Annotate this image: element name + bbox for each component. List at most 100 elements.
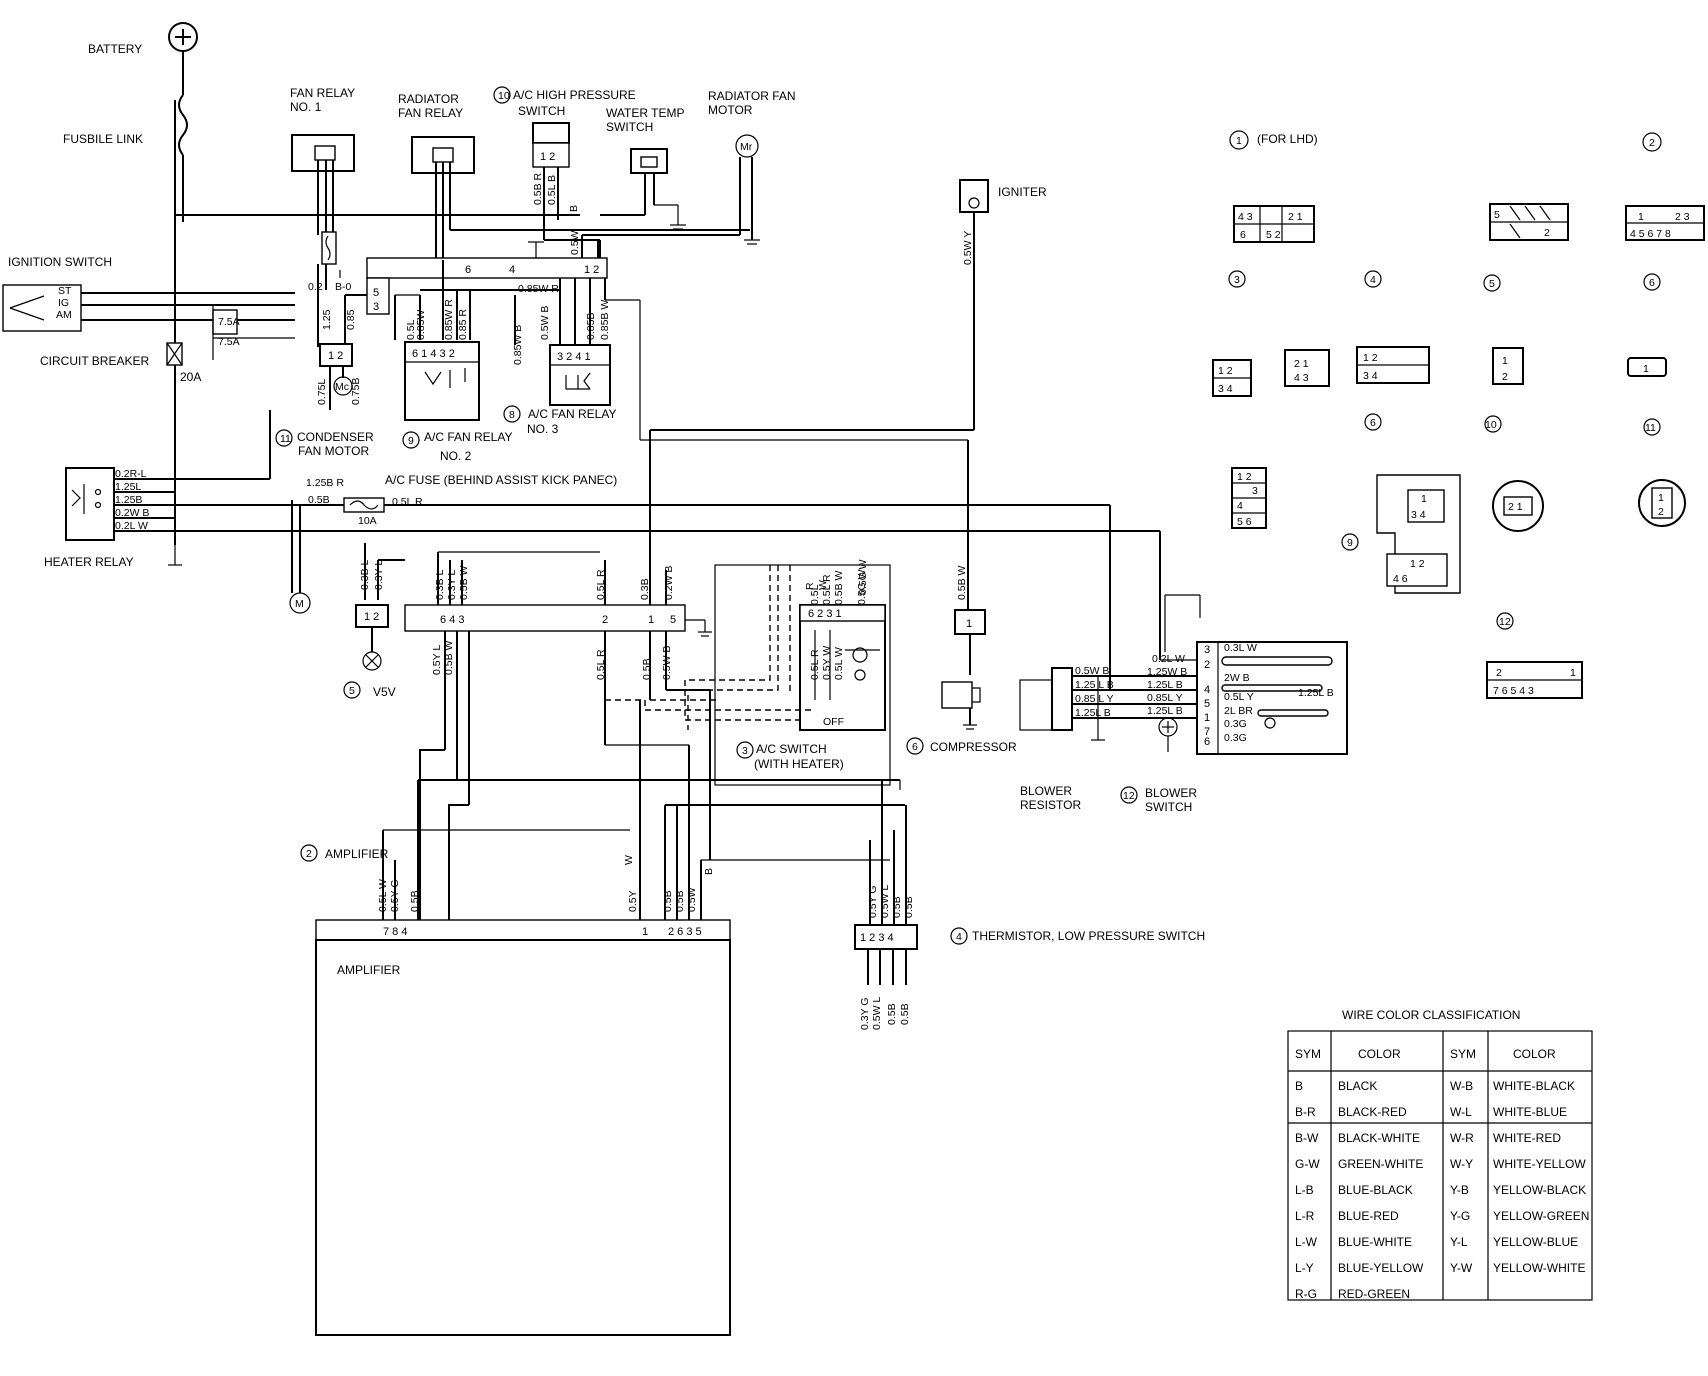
color-table-cell: B-R: [1295, 1105, 1316, 1119]
color-table-cell: YELLOW-GREEN: [1493, 1209, 1589, 1223]
svg-text:7.5A: 7.5A: [218, 336, 240, 348]
svg-text:IGNITER: IGNITER: [998, 185, 1047, 199]
svg-text:0.5L R: 0.5L R: [595, 649, 607, 680]
color-table-cell: W-B: [1450, 1079, 1473, 1093]
svg-text:3 4: 3 4: [1363, 370, 1378, 382]
svg-text:1: 1: [1570, 667, 1576, 679]
svg-text:0.85B: 0.85B: [585, 313, 597, 340]
svg-text:AMPLIFIER: AMPLIFIER: [337, 963, 401, 977]
svg-text:0.5L R: 0.5L R: [595, 569, 607, 600]
ac-fan-relay-2: 0.5L 0.85W 0.85W R 0.85 R 6 1 4 3 2 9 A/…: [394, 260, 560, 463]
radiator-fan-motor: RADIATOR FAN MOTOR Mr: [708, 89, 796, 245]
color-table-cell: GREEN-WHITE: [1338, 1157, 1423, 1171]
svg-text:0.5L B: 0.5L B: [546, 175, 558, 205]
svg-text:2 6 3 5: 2 6 3 5: [668, 926, 702, 938]
fan-relay-1: FAN RELAY NO. 1: [290, 86, 355, 290]
svg-text:0.3L W: 0.3L W: [1224, 642, 1257, 654]
color-table-cell: BLACK-RED: [1338, 1105, 1407, 1119]
svg-text:0.5B: 0.5B: [899, 1003, 911, 1025]
color-table-cell: G-W: [1295, 1157, 1320, 1171]
svg-text:5: 5: [670, 614, 676, 626]
svg-text:SWITCH: SWITCH: [518, 104, 565, 118]
svg-text:0.5Y L: 0.5Y L: [431, 645, 443, 675]
svg-text:12: 12: [1123, 790, 1135, 802]
svg-text:0.5L: 0.5L: [405, 319, 417, 340]
svg-text:1.25L B: 1.25L B: [1298, 687, 1334, 699]
svg-text:0.85W R: 0.85W R: [518, 283, 559, 295]
svg-text:1: 1: [1643, 363, 1649, 375]
svg-text:5: 5: [1494, 209, 1500, 221]
svg-text:B-0: B-0: [335, 281, 352, 293]
svg-text:2: 2: [1658, 506, 1664, 518]
svg-text:0.5W B: 0.5W B: [539, 306, 551, 340]
color-table-cell: B: [1295, 1079, 1303, 1093]
svg-text:4 3: 4 3: [1238, 211, 1253, 223]
svg-text:2 1: 2 1: [1508, 501, 1523, 513]
svg-text:4 6: 4 6: [1393, 573, 1408, 585]
svg-text:11: 11: [280, 433, 291, 445]
svg-text:4: 4: [1237, 500, 1243, 512]
svg-text:1: 1: [1236, 135, 1242, 147]
connector-3: 1 2 3 4 2 1 4 3: [1212, 349, 1330, 397]
svg-text:1 2: 1 2: [540, 151, 555, 163]
color-table-cell: Y-G: [1450, 1209, 1470, 1223]
svg-text:0.3B: 0.3B: [639, 578, 651, 600]
fuse-7-5a: 7.5A 7.5A: [212, 305, 295, 360]
svg-text:5 6: 5 6: [1237, 516, 1252, 528]
svg-text:4 5 6 7 8: 4 5 6 7 8: [1630, 228, 1671, 240]
color-table-cell: Y-W: [1450, 1261, 1473, 1275]
svg-text:IG: IG: [58, 297, 69, 309]
svg-text:3: 3: [742, 745, 748, 757]
svg-text:3 4: 3 4: [1411, 509, 1426, 521]
svg-text:1 2 3 4: 1 2 3 4: [860, 932, 894, 944]
circuit-breaker: CIRCUIT BREAKER 20A: [40, 342, 201, 384]
svg-text:6: 6: [1204, 736, 1210, 748]
connector-10: 2 1: [1492, 480, 1544, 532]
connector-6: 1: [1627, 357, 1667, 377]
svg-text:1 2: 1 2: [1218, 365, 1233, 377]
svg-text:MOTOR: MOTOR: [708, 103, 753, 117]
svg-text:2: 2: [1496, 667, 1502, 679]
connector-views: 1 (FOR LHD) 2 4 3 2 1 6 5 2 5 2 1 2 3 4 …: [1212, 130, 1705, 699]
svg-text:A/C HIGH PRESSURE: A/C HIGH PRESSURE: [513, 88, 636, 102]
svg-text:RADIATOR FAN: RADIATOR FAN: [708, 89, 796, 103]
svg-text:W: W: [623, 855, 635, 865]
color-table-cell: BLACK-WHITE: [1338, 1131, 1420, 1145]
svg-text:W: W: [817, 580, 829, 590]
svg-text:0.5B: 0.5B: [308, 494, 330, 506]
svg-text:0.3Y L: 0.3Y L: [446, 570, 458, 600]
svg-text:5: 5: [373, 287, 379, 299]
connector-5-top: 5 2: [1489, 203, 1569, 241]
svg-text:6: 6: [1240, 229, 1246, 241]
svg-text:AMPLIFIER: AMPLIFIER: [325, 847, 389, 861]
amplifier: 2 AMPLIFIER 0.5L W 0.5Y G 0.5B 0.5Y W 0.…: [300, 689, 905, 1336]
svg-text:BLOWER: BLOWER: [1020, 784, 1072, 798]
svg-text:(FOR LHD): (FOR LHD): [1257, 132, 1318, 146]
color-table-cell: YELLOW-WHITE: [1493, 1261, 1585, 1275]
svg-text:3: 3: [373, 301, 379, 313]
svg-text:20A: 20A: [180, 370, 201, 384]
svg-text:6: 6: [1649, 277, 1655, 289]
svg-text:0.5B W: 0.5B W: [443, 640, 455, 675]
svg-text:1: 1: [1502, 355, 1508, 367]
v5v-lamp: 0.3B L 0.3Y L 1 2 5 V5V: [343, 543, 405, 699]
battery: BATTERY: [88, 22, 198, 56]
svg-text:0.5Y: 0.5Y: [627, 890, 639, 912]
svg-text:6 4 3: 6 4 3: [440, 614, 464, 626]
svg-text:3 2 4 1: 3 2 4 1: [557, 351, 591, 363]
svg-text:6: 6: [912, 741, 918, 753]
svg-text:1.25L: 1.25L: [115, 481, 141, 493]
color-table-cell: Y-B: [1450, 1183, 1469, 1197]
connector-11: 1 2: [1638, 479, 1686, 527]
svg-text:2: 2: [1649, 137, 1655, 149]
color-table-cell: W-Y: [1450, 1157, 1473, 1171]
svg-text:2 1: 2 1: [1288, 211, 1303, 223]
color-table-cell: W-R: [1450, 1131, 1474, 1145]
svg-text:0.2W B: 0.2W B: [115, 507, 149, 519]
svg-text:FAN MOTOR: FAN MOTOR: [298, 444, 369, 458]
svg-text:0.5L: 0.5L: [809, 584, 821, 605]
svg-text:A/C FAN RELAY: A/C FAN RELAY: [528, 407, 616, 421]
svg-text:0.5B: 0.5B: [891, 896, 903, 918]
svg-text:A/C FAN RELAY: A/C FAN RELAY: [424, 430, 512, 444]
ac-harness-connector: 0.3B L 0.3Y L 0.5B W 0.5L R 0.3B 0.2W B …: [404, 551, 712, 805]
